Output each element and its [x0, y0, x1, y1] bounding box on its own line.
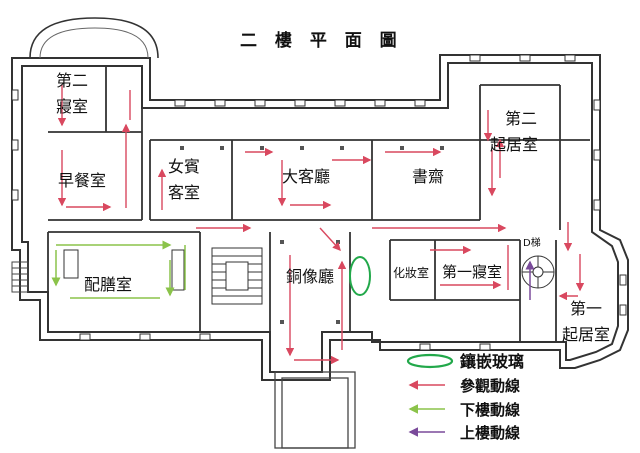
room-labels: 第二 寢室 早餐室 女賓 客室 大客廳 書齋 第二 起居室 配膳室 銅像廳 化妝… — [56, 71, 610, 344]
label-first-sitting-room-line2: 起居室 — [562, 325, 610, 344]
label-breakfast-room: 早餐室 — [58, 171, 106, 190]
label-second-bedroom-line2: 寢室 — [56, 97, 88, 116]
label-dressing-room: 化妝室 — [393, 265, 429, 280]
legend-tour-label: 參觀動線 — [460, 377, 520, 395]
label-second-sitting-room-line1: 第二 — [505, 109, 537, 128]
down-route — [51, 240, 186, 299]
legend-stained-glass-swatch — [406, 353, 454, 369]
label-pantry: 配膳室 — [84, 275, 132, 294]
main-staircase — [211, 247, 263, 305]
window-marks — [11, 54, 627, 351]
label-bronze-hall: 銅像廳 — [286, 267, 334, 286]
entrance-porch — [274, 371, 356, 449]
label-d-stair: D梯 — [523, 236, 541, 249]
interior-walls — [47, 66, 590, 342]
label-second-bedroom-line1: 第二 — [56, 71, 88, 90]
d-staircase — [521, 255, 555, 289]
pantry-counters — [63, 249, 185, 291]
legend-stained-glass-label: 鑲嵌玻璃 — [460, 352, 524, 371]
side-steps — [11, 261, 29, 293]
stained-glass-marker — [349, 256, 371, 296]
label-second-sitting-room-line2: 起居室 — [490, 135, 538, 154]
label-first-sitting-room-line1: 第一 — [570, 299, 602, 318]
label-study: 書齋 — [412, 167, 444, 186]
building-walls — [11, 54, 629, 381]
legend: 鑲嵌玻璃 參觀動線 下樓動線 上樓動線 — [406, 352, 524, 442]
bay-window-top-left — [29, 17, 159, 59]
label-first-bedroom: 第一寢室 — [442, 263, 502, 281]
label-grand-salon: 大客廳 — [282, 167, 330, 186]
tour-route — [57, 85, 585, 365]
legend-up-label: 上樓動線 — [460, 424, 520, 442]
legend-down-label: 下樓動線 — [460, 401, 520, 419]
page-title: 二 樓 平 面 圖 — [240, 30, 403, 51]
label-ladies-parlor-line2: 客室 — [168, 183, 200, 202]
label-ladies-parlor-line1: 女賓 — [168, 157, 200, 176]
